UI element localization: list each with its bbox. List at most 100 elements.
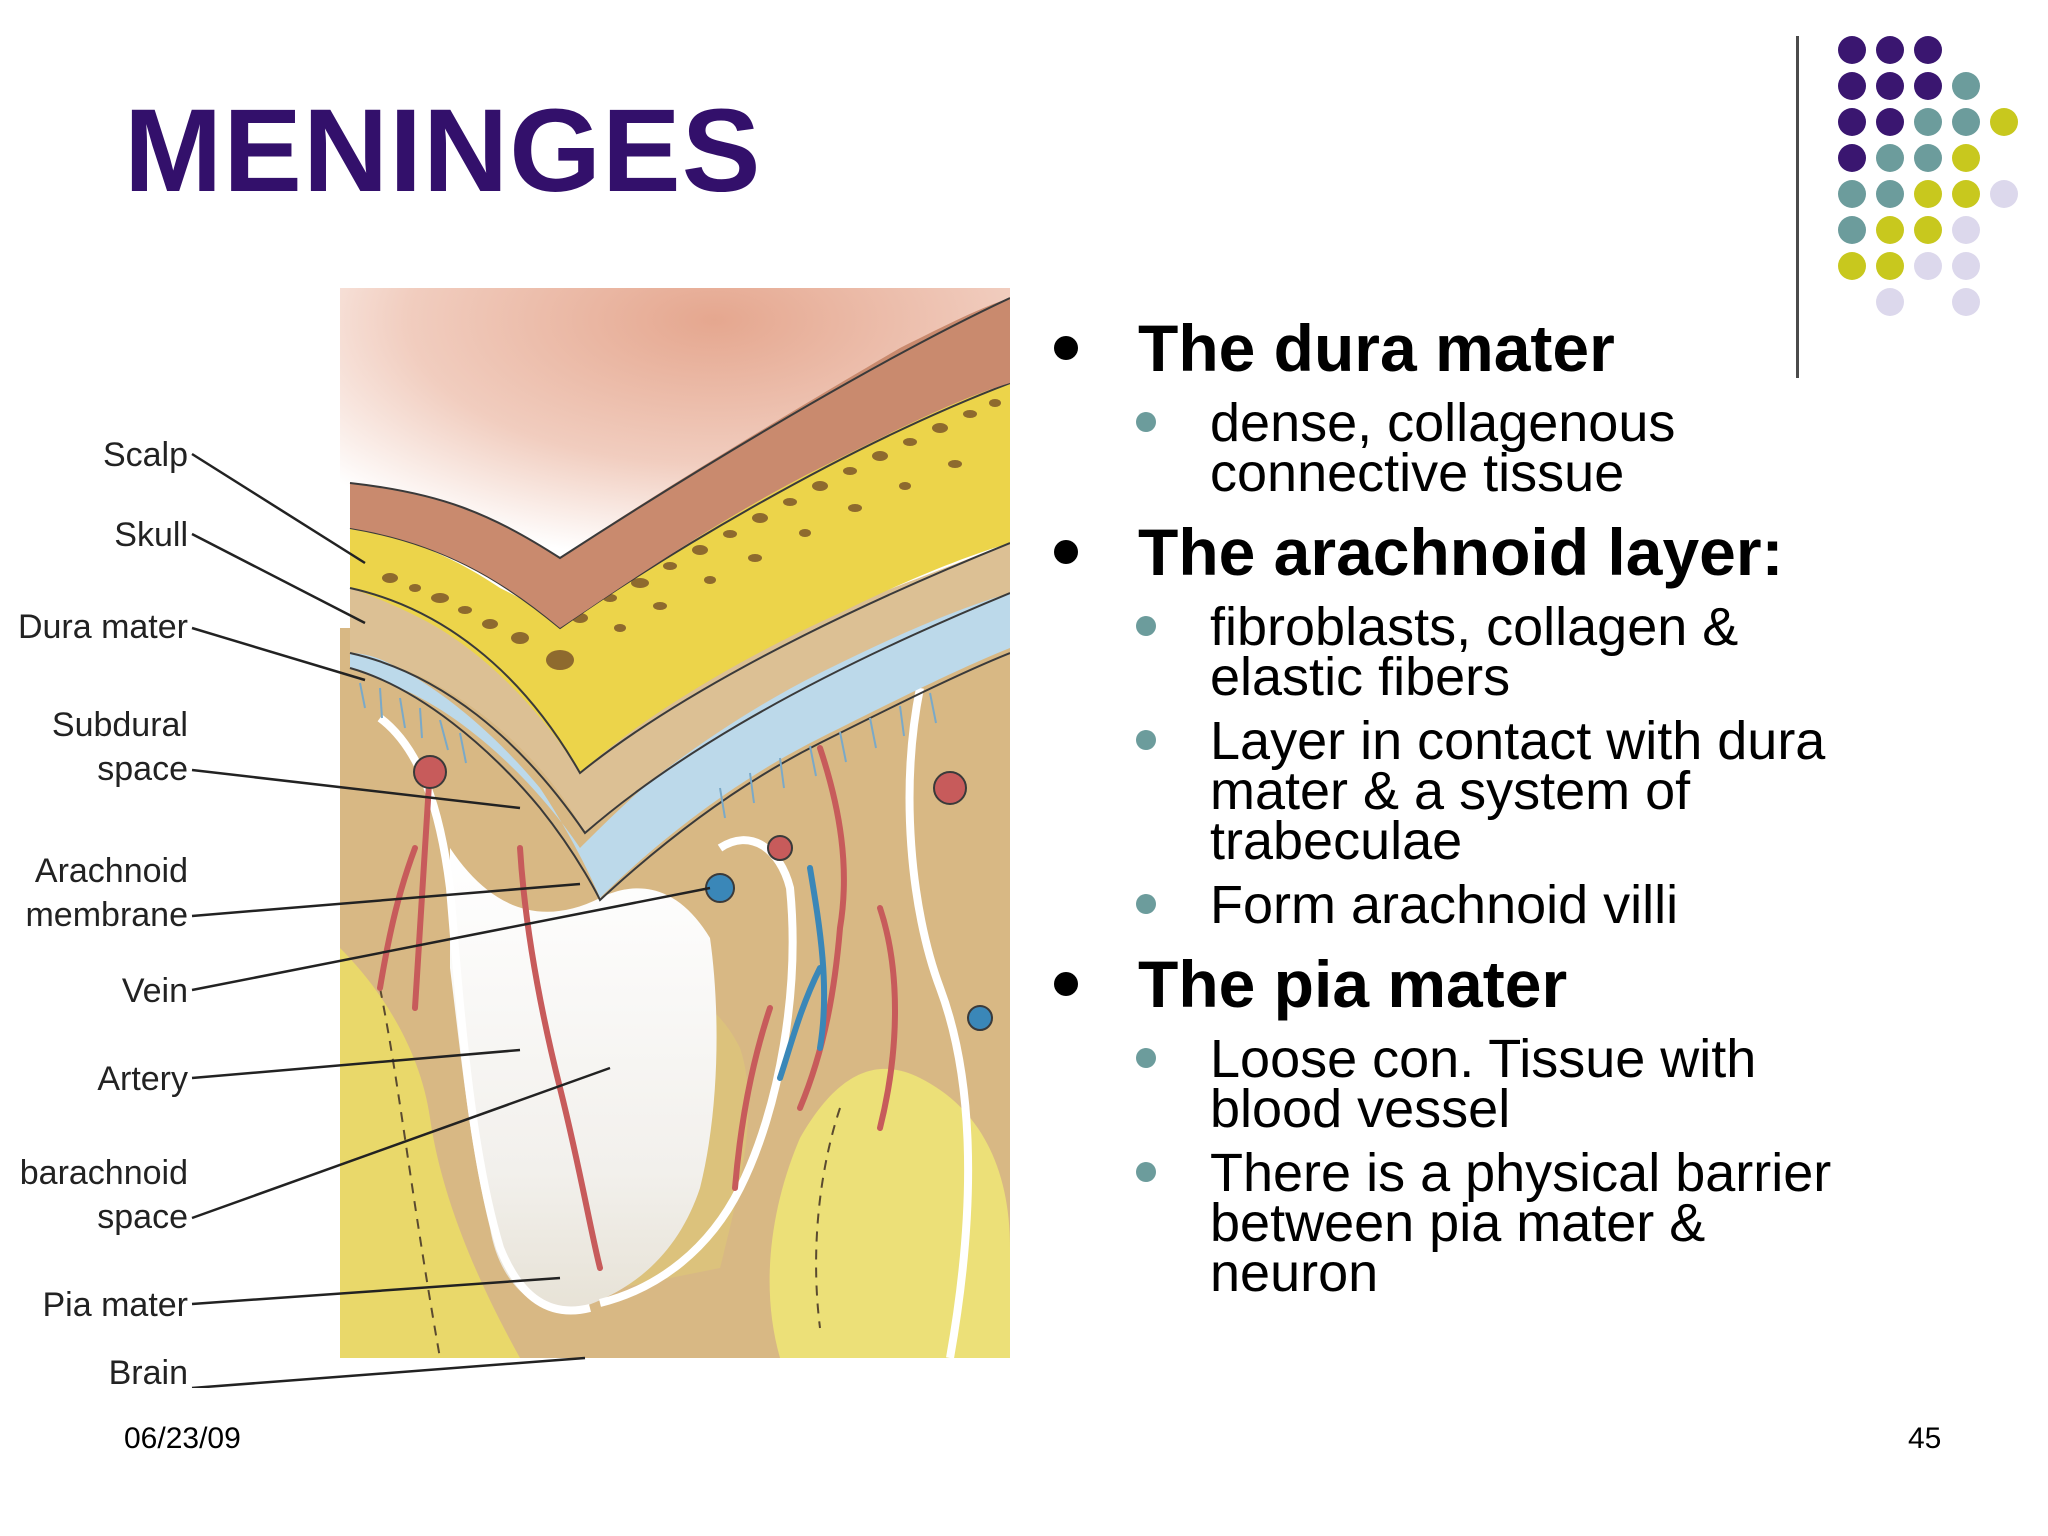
skull-inner-edge [349,542,1010,775]
sub-bullet-line: There is a physical barrier [1210,1143,1832,1203]
subarachnoid-space-region [450,848,717,1310]
decor-dot [1876,180,1904,208]
skull-layer [350,383,1010,773]
vein-vessels [777,865,828,1081]
artery-cross-section [933,771,967,805]
vein-cross-section [967,1005,993,1031]
sub-bullet-line: connective tissue [1210,443,1625,503]
label-subdural-line2: space [97,750,188,788]
artery-cross-section [413,755,447,789]
decor-dot [1838,252,1866,280]
sub-bullet: Loose con. Tissue with blood vessel [1054,1029,2014,1139]
bullet-list: The dura mater dense, collagenous connec… [1054,306,2014,1303]
decor-dot [1876,72,1904,100]
sub-bullet-line: fibroblasts, collagen & [1210,597,1739,657]
artery-vessels [377,745,898,1271]
sub-bullet-line: dense, collagenous [1210,393,1676,453]
artery-cross-section [767,835,793,861]
decor-dot [1952,180,1980,208]
decor-dot [1952,288,1980,316]
arachnoid-membrane-band [350,588,1010,898]
bullet-heading-text: The arachnoid layer: [1138,515,1784,589]
decor-dot [1952,252,1980,280]
label-scalp: Scalp [103,436,188,474]
skull-bone-marrow-dots [382,399,1001,670]
divider-line [1796,36,1799,378]
sub-bullet-marker [1136,616,1156,636]
decor-dot [1914,36,1942,64]
label-vein: Vein [122,972,188,1010]
decor-dot [1876,108,1904,136]
sub-bullet-marker [1136,1162,1156,1182]
brain-sulcus-line [815,1107,841,1329]
decor-dot [1838,72,1866,100]
sub-bullet-line: between pia mater & [1210,1193,1706,1253]
decor-dot [1952,72,1980,100]
decor-dot [1876,36,1904,64]
sub-bullet-marker [1136,894,1156,914]
sub-bullet: fibroblasts, collagen & elastic fibers [1054,597,2014,707]
decor-dot [1876,288,1904,316]
slide-title: MENINGES [124,85,762,217]
decor-dot [1914,144,1942,172]
sub-bullet: There is a physical barrier between pia … [1054,1143,2014,1303]
decor-dot [1838,144,1866,172]
sub-bullet-line: Loose con. Tissue with [1210,1029,1757,1089]
sub-bullet-marker [1136,412,1156,432]
decor-dot [1990,108,2018,136]
bullet-marker [1054,540,1078,564]
decor-dot [1914,216,1942,244]
label-arachnoid-line1: Arachnoid [35,852,188,890]
dura-mater-edge [349,592,1010,835]
sub-bullet: dense, collagenous connective tissue [1054,393,2014,503]
sub-bullet-marker [1136,1048,1156,1068]
vein-cross-section [705,873,735,903]
scalp-edge [349,297,1010,560]
sub-bullet-line: Layer in contact with dura [1210,711,1826,771]
label-subdural-line1: Subdural [52,706,188,744]
decor-dot [1952,144,1980,172]
bullet-heading-text: The dura mater [1138,311,1615,385]
bullet-heading-text: The pia mater [1138,947,1568,1021]
bullet-pia-heading: The pia mater [1054,948,2014,1020]
decor-dot [1952,108,1980,136]
decor-dot [1876,252,1904,280]
sub-bullet-line: neuron [1210,1243,1379,1303]
footer-page-number: 45 [1908,1422,1942,1455]
label-leader-lines [191,452,711,1388]
decor-dot [1914,72,1942,100]
label-artery: Artery [97,1060,188,1098]
bullet-dura-heading: The dura mater [1054,312,2014,384]
arachnoid-trabeculae [359,682,937,819]
decor-dot [1838,108,1866,136]
decor-dot [1838,180,1866,208]
sub-bullet-line: trabeculae [1210,811,1463,871]
sub-bullet-line: Form arachnoid villi [1210,875,1679,935]
sub-bullet-marker [1136,730,1156,750]
decor-dot [1914,180,1942,208]
bullet-arachnoid-heading: The arachnoid layer: [1054,516,2014,588]
label-pia-mater: Pia mater [43,1286,189,1324]
label-dura-mater: Dura mater [20,608,188,646]
decor-dot [1914,108,1942,136]
bullet-marker [1054,336,1078,360]
arachnoid-membrane-edge [349,652,1010,902]
sub-bullet-line: elastic fibers [1210,647,1511,707]
decor-dot [1838,216,1866,244]
sub-bullet: Layer in contact with dura mater & a sys… [1054,711,2014,871]
pia-mater-outline [905,687,973,1359]
meninges-illustration: Scalp Skull Dura mater Subdural space Ar… [20,288,1010,1388]
decor-dot [1952,216,1980,244]
footer-date: 06/23/09 [124,1422,241,1455]
label-skull: Skull [114,516,188,554]
label-subarachnoid-line2: space [97,1198,188,1236]
decor-dot [1990,180,2018,208]
decor-dot [1914,252,1942,280]
decor-dot [1838,36,1866,64]
decor-dot [1876,216,1904,244]
sub-bullet: Form arachnoid villi [1054,875,2014,935]
sub-bullet-line: blood vessel [1210,1079,1511,1139]
bullet-marker [1054,972,1078,996]
label-subarachnoid-line1: Subarachnoid [20,1154,188,1192]
